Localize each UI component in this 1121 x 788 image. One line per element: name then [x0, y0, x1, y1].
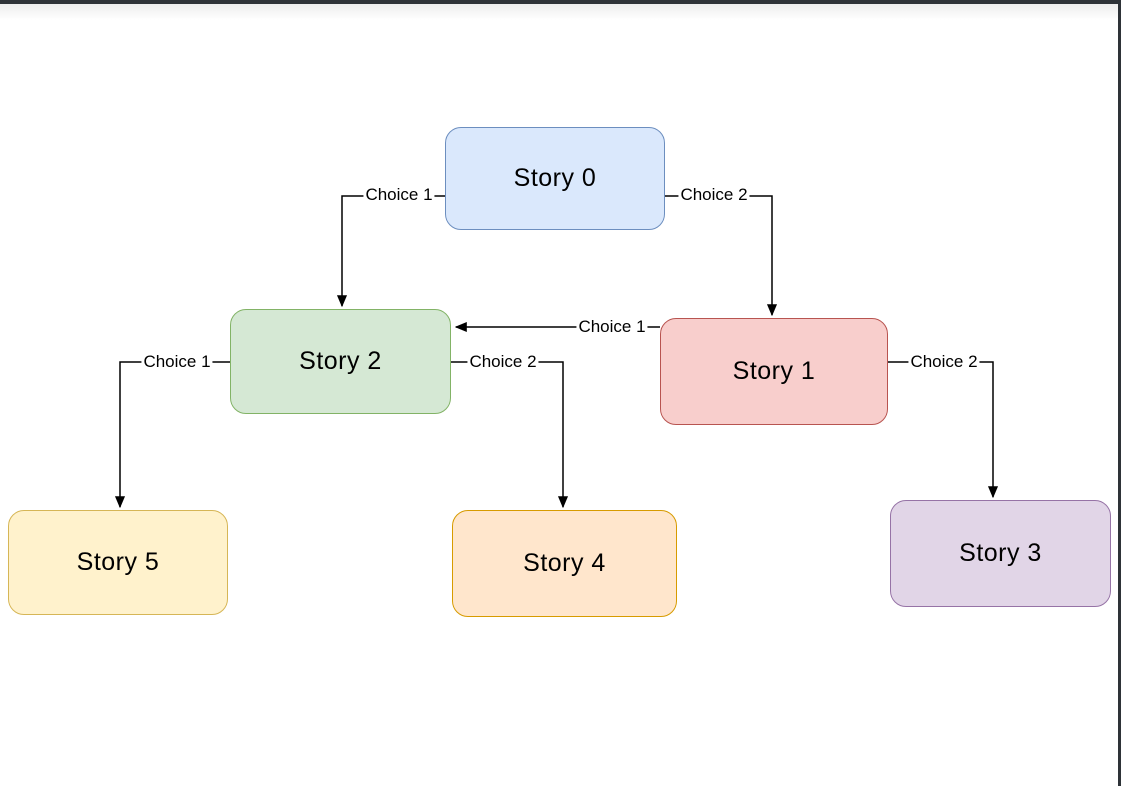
edge-label-story0-story2: Choice 1 — [363, 185, 435, 205]
node-story-4[interactable]: Story 4 — [452, 510, 677, 617]
node-story-0-label: Story 0 — [513, 164, 597, 192]
window-top-edge — [0, 0, 1121, 4]
node-story-0[interactable]: Story 0 — [445, 127, 665, 230]
edge-label-story2-story4: Choice 2 — [467, 352, 539, 372]
node-story-5[interactable]: Story 5 — [8, 510, 228, 615]
node-story-4-label: Story 4 — [523, 549, 606, 577]
node-story-2-label: Story 2 — [299, 347, 382, 375]
node-story-3[interactable]: Story 3 — [890, 500, 1111, 607]
edge-label-story2-story5: Choice 1 — [141, 352, 213, 372]
edge-story0-story2 — [336, 195, 445, 308]
node-story-5-label: Story 5 — [76, 548, 160, 576]
edge-label-story1-story2: Choice 1 — [576, 317, 648, 337]
node-story-1[interactable]: Story 1 — [660, 318, 888, 425]
edge-label-story1-story3: Choice 2 — [908, 352, 980, 372]
window-right-edge — [1118, 0, 1121, 786]
node-story-2[interactable]: Story 2 — [230, 309, 451, 414]
edge-story1-story3 — [888, 361, 999, 499]
edge-label-story0-story1: Choice 2 — [678, 185, 750, 205]
edge-story2-story4 — [451, 361, 569, 509]
edge-story2-story5 — [114, 361, 230, 509]
node-story-3-label: Story 3 — [959, 539, 1042, 567]
edge-story0-story1 — [665, 195, 778, 317]
node-story-1-label: Story 1 — [732, 357, 816, 385]
